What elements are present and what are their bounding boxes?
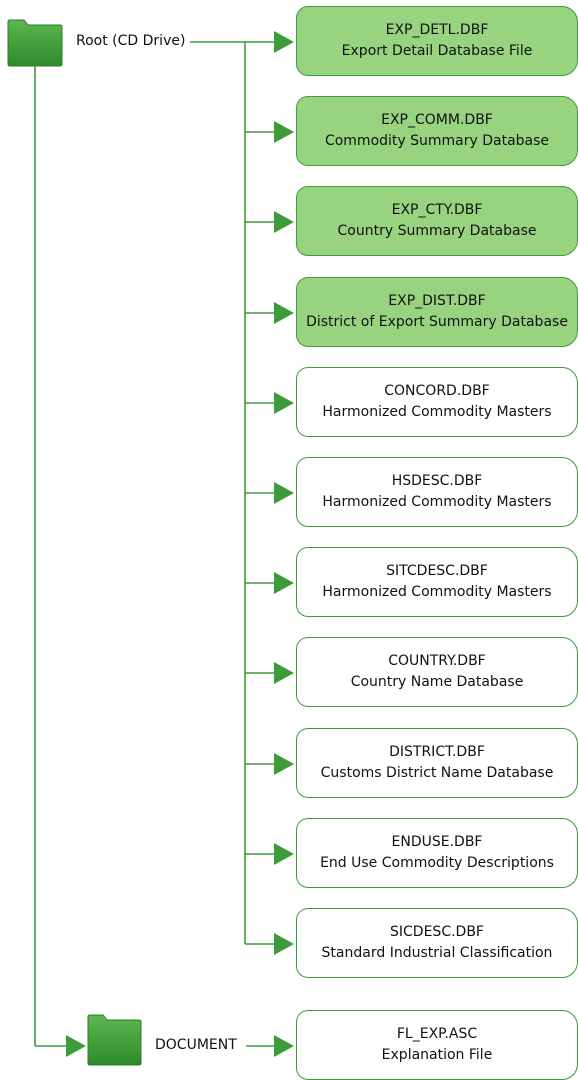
file-description: End Use Commodity Descriptions	[320, 855, 554, 871]
file-box[interactable]: FL_EXP.ASC Explanation File	[296, 1010, 578, 1080]
file-description: Standard Industrial Classification	[321, 945, 553, 961]
document-arrow-icon	[66, 1035, 86, 1057]
file-name: EXP_DETL.DBF	[385, 22, 489, 38]
arrow-icon	[274, 392, 294, 414]
file-box[interactable]: HSDESC.DBF Harmonized Commodity Masters	[296, 457, 578, 527]
document-folder-icon[interactable]	[87, 1014, 142, 1066]
file-box[interactable]: CONCORD.DBF Harmonized Commodity Masters	[296, 367, 578, 437]
root-folder-icon[interactable]	[7, 19, 63, 67]
file-description: Explanation File	[381, 1047, 493, 1063]
file-description: Country Summary Database	[337, 223, 537, 239]
file-name: HSDESC.DBF	[391, 473, 483, 489]
arrow-icon	[274, 31, 294, 53]
arrow-icon	[274, 843, 294, 865]
file-box[interactable]: EXP_CTY.DBF Country Summary Database	[296, 186, 578, 256]
arrow-icon	[274, 121, 294, 143]
file-name: DISTRICT.DBF	[389, 744, 485, 760]
file-box[interactable]: ENDUSE.DBF End Use Commodity Descriptions	[296, 818, 578, 888]
file-name: SICDESC.DBF	[390, 924, 484, 940]
file-description: Commodity Summary Database	[324, 133, 550, 149]
file-description: Harmonized Commodity Masters	[322, 494, 552, 510]
arrow-icon	[274, 662, 294, 684]
document-file-arrow-icon	[274, 1035, 294, 1057]
file-description: Country Name Database	[350, 674, 524, 690]
file-box[interactable]: EXP_DETL.DBF Export Detail Database File	[296, 6, 578, 76]
file-name: CONCORD.DBF	[384, 383, 490, 399]
arrow-icon	[274, 933, 294, 955]
file-name: EXP_COMM.DBF	[381, 112, 493, 128]
file-box[interactable]: EXP_DIST.DBF District of Export Summary D…	[296, 277, 578, 347]
file-name: SITCDESC.DBF	[386, 563, 488, 579]
file-name: EXP_CTY.DBF	[391, 202, 483, 218]
file-description: Harmonized Commodity Masters	[322, 584, 552, 600]
file-name: EXP_DIST.DBF	[388, 293, 486, 309]
root-label: Root (CD Drive)	[76, 33, 186, 49]
file-box[interactable]: DISTRICT.DBF Customs District Name Databa…	[296, 728, 578, 798]
file-name: FL_EXP.ASC	[396, 1026, 478, 1042]
file-box[interactable]: SICDESC.DBF Standard Industrial Classific…	[296, 908, 578, 978]
file-description: Customs District Name Database	[320, 765, 554, 781]
file-box[interactable]: COUNTRY.DBF Country Name Database	[296, 637, 578, 707]
arrow-icon	[274, 482, 294, 504]
arrow-icon	[274, 753, 294, 775]
file-description: District of Export Summary Database	[306, 314, 568, 330]
file-description: Harmonized Commodity Masters	[322, 404, 552, 420]
file-name: ENDUSE.DBF	[391, 834, 483, 850]
file-name: COUNTRY.DBF	[388, 653, 486, 669]
arrow-icon	[274, 211, 294, 233]
file-box[interactable]: SITCDESC.DBF Harmonized Commodity Masters	[296, 547, 578, 617]
arrow-icon	[274, 572, 294, 594]
file-box[interactable]: EXP_COMM.DBF Commodity Summary Database	[296, 96, 578, 166]
file-description: Export Detail Database File	[341, 43, 533, 59]
arrow-icon	[274, 302, 294, 324]
document-label: DOCUMENT	[155, 1037, 237, 1053]
